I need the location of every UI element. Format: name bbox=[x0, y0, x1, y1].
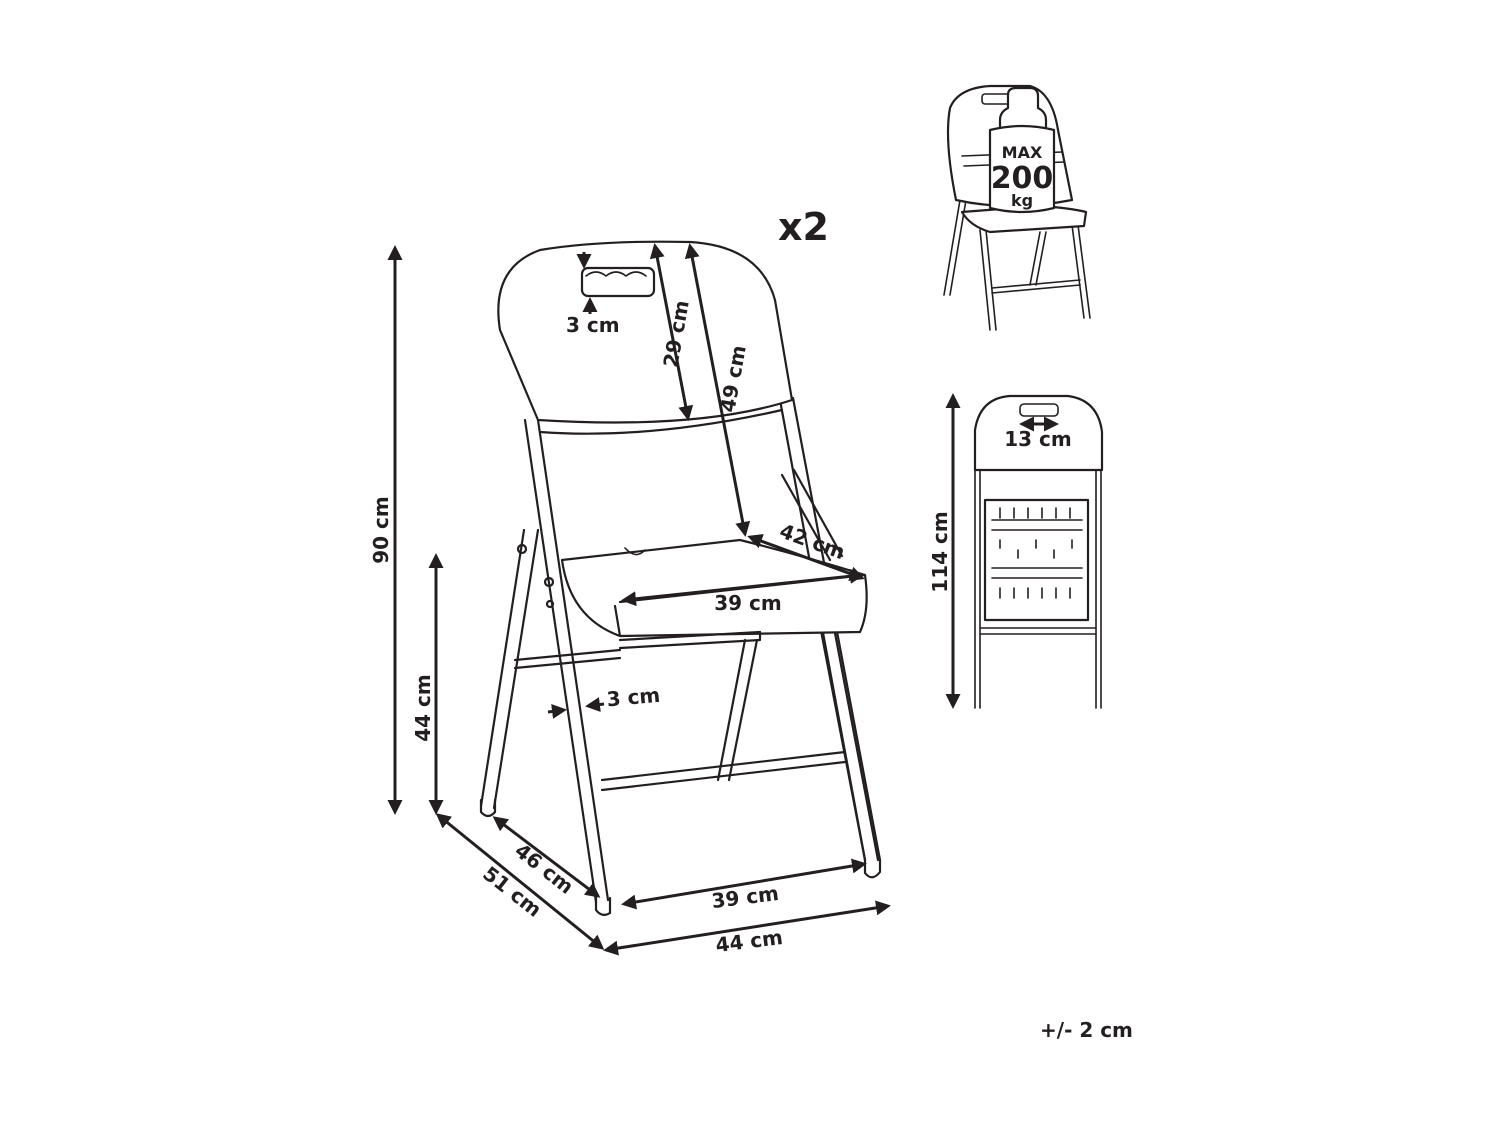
folded-chair bbox=[973, 394, 1104, 709]
seat-height-label: 44 cm bbox=[411, 674, 435, 742]
seat-width-label: 39 cm bbox=[714, 591, 782, 615]
total-height-label: 90 cm bbox=[369, 496, 393, 564]
dimension-lines bbox=[387, 243, 891, 956]
quantity-label: x2 bbox=[778, 205, 829, 249]
max-value: 200 bbox=[991, 161, 1054, 196]
back-to-seat-arrow bbox=[684, 243, 751, 537]
handle-width-label: 13 cm bbox=[1004, 427, 1072, 451]
tolerance-note: +/- 2 cm bbox=[1040, 1018, 1133, 1042]
max-label: MAX bbox=[1002, 143, 1043, 162]
outer-width-label: 44 cm bbox=[714, 925, 784, 957]
outer-width-arrow bbox=[603, 900, 891, 956]
max-load-chair: MAX 200 kg bbox=[943, 84, 1091, 331]
tube-diameter-label: 3 cm bbox=[606, 683, 661, 712]
inner-width-label: 39 cm bbox=[710, 881, 780, 913]
tube-arrow-right bbox=[585, 697, 605, 712]
inner-width-arrow bbox=[621, 858, 867, 910]
folded-dimensions: 114 cm 13 cm bbox=[928, 393, 1072, 709]
dimension-labels: x2 90 cm 44 cm 3 cm 29 cm 49 cm 42 cm 39… bbox=[369, 205, 848, 957]
tube-arrow-left bbox=[547, 704, 567, 719]
handle-height-label: 3 cm bbox=[566, 313, 620, 337]
max-unit: kg bbox=[1011, 191, 1033, 210]
backrest-height-arrow bbox=[649, 243, 694, 421]
outer-depth-arrow bbox=[435, 813, 605, 950]
folded-height-label: 114 cm bbox=[928, 511, 952, 592]
seat-width-arrow bbox=[621, 568, 865, 607]
